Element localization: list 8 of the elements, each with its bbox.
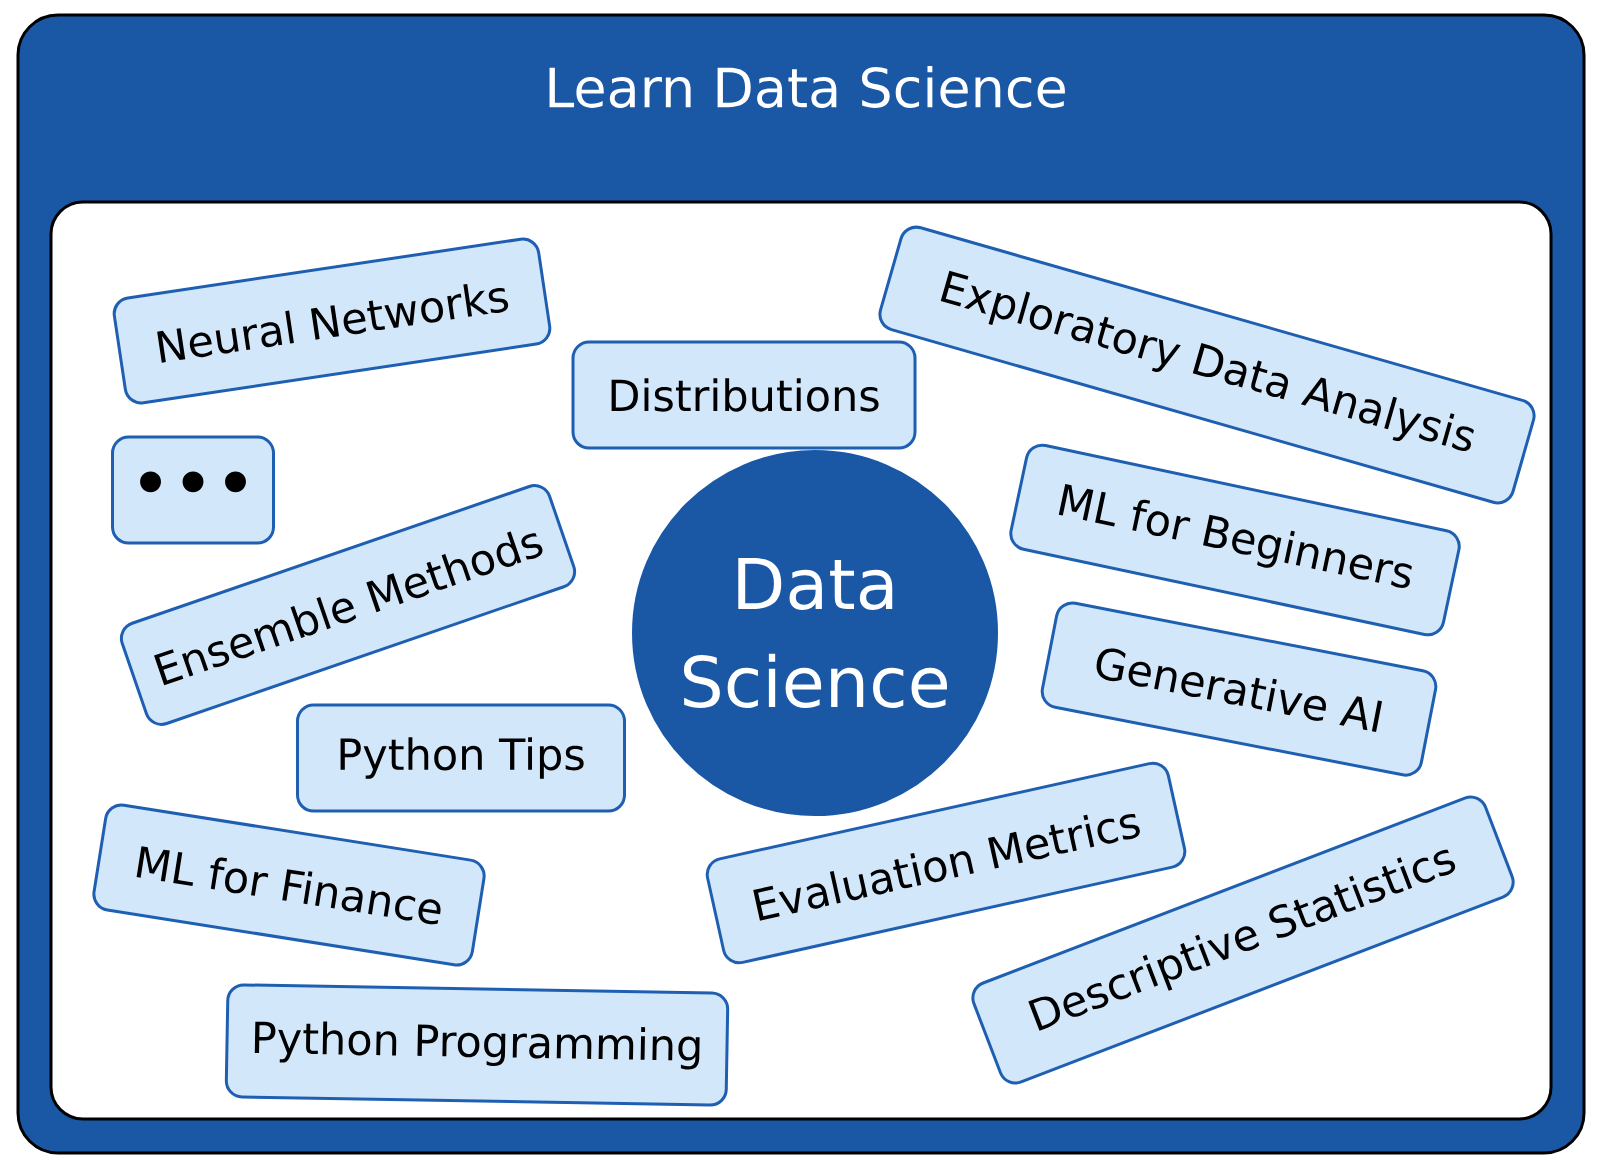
topic-tag: Generative AI xyxy=(1040,601,1438,777)
topic-tag: Python Tips xyxy=(296,703,626,813)
title: Learn Data Science xyxy=(549,66,1065,108)
topic-tag: ••• xyxy=(111,435,275,545)
topic-tag: Neural Networks xyxy=(112,237,552,405)
topic-tag: Distributions xyxy=(571,340,917,450)
topic-tag: Python Programming xyxy=(224,983,730,1107)
topic-tag: ML for Finance xyxy=(92,803,486,967)
